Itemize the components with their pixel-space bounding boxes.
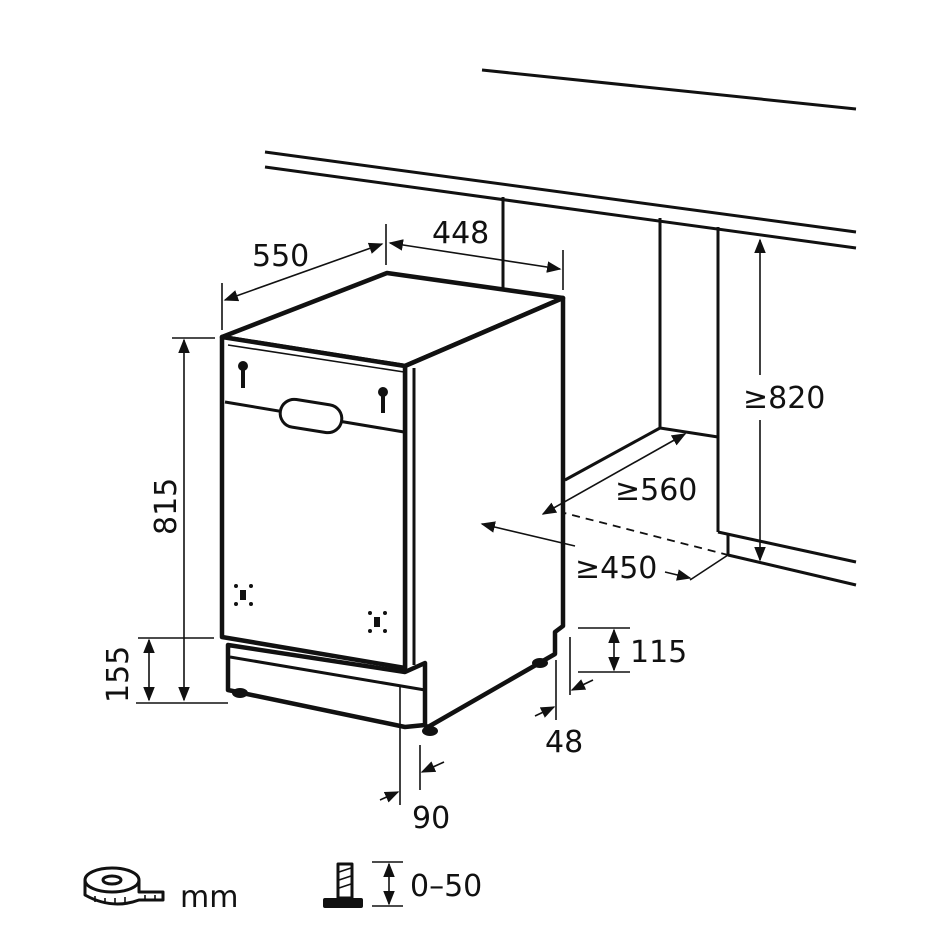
dimension-height: 815 bbox=[136, 337, 228, 704]
dimension-niche-depth: ≥560 bbox=[541, 433, 697, 515]
dimension-niche-width: ≥450 bbox=[480, 521, 692, 586]
adjust-range-label: 0–50 bbox=[410, 869, 482, 904]
depth-label: 550 bbox=[252, 239, 309, 274]
height-label: 815 bbox=[149, 478, 184, 535]
tape-measure-icon bbox=[83, 866, 165, 906]
dimension-niche-height: ≥820 bbox=[743, 238, 825, 562]
adjustable-foot-icon bbox=[323, 862, 363, 908]
adjust-range-arrow bbox=[372, 861, 403, 907]
foot bbox=[532, 658, 548, 668]
legend: mm 0–50 bbox=[83, 861, 482, 915]
dimension-width: 448 bbox=[388, 216, 564, 290]
rear-foot-height-label: 115 bbox=[630, 635, 687, 670]
width-label: 448 bbox=[432, 216, 489, 251]
niche-width-label: ≥450 bbox=[575, 551, 657, 586]
dimension-rear-foot-height: 115 bbox=[578, 627, 687, 673]
dimension-depth: 550 bbox=[221, 224, 387, 330]
niche-height-label: ≥820 bbox=[743, 381, 825, 416]
fixing-point-left bbox=[234, 584, 253, 606]
foot bbox=[422, 726, 438, 736]
niche-depth-label: ≥560 bbox=[615, 473, 697, 508]
worktop bbox=[264, 68, 857, 250]
plinth-setback-label: 90 bbox=[412, 801, 450, 836]
dimension-plinth-setback: 90 bbox=[379, 685, 450, 836]
door-handle bbox=[278, 397, 344, 435]
mounting-hook-right bbox=[378, 387, 388, 413]
mounting-hook-left bbox=[238, 361, 248, 388]
dimension-door-bottom: 155 bbox=[101, 637, 214, 703]
fixing-point-right bbox=[368, 611, 387, 633]
rear-foot-setback-label: 48 bbox=[545, 725, 583, 760]
dimension-rear-foot-setback: 48 bbox=[534, 637, 594, 760]
unit-label: mm bbox=[180, 880, 238, 915]
dishwasher bbox=[219, 270, 566, 736]
foot bbox=[232, 688, 248, 698]
door-bottom-label: 155 bbox=[101, 646, 136, 703]
